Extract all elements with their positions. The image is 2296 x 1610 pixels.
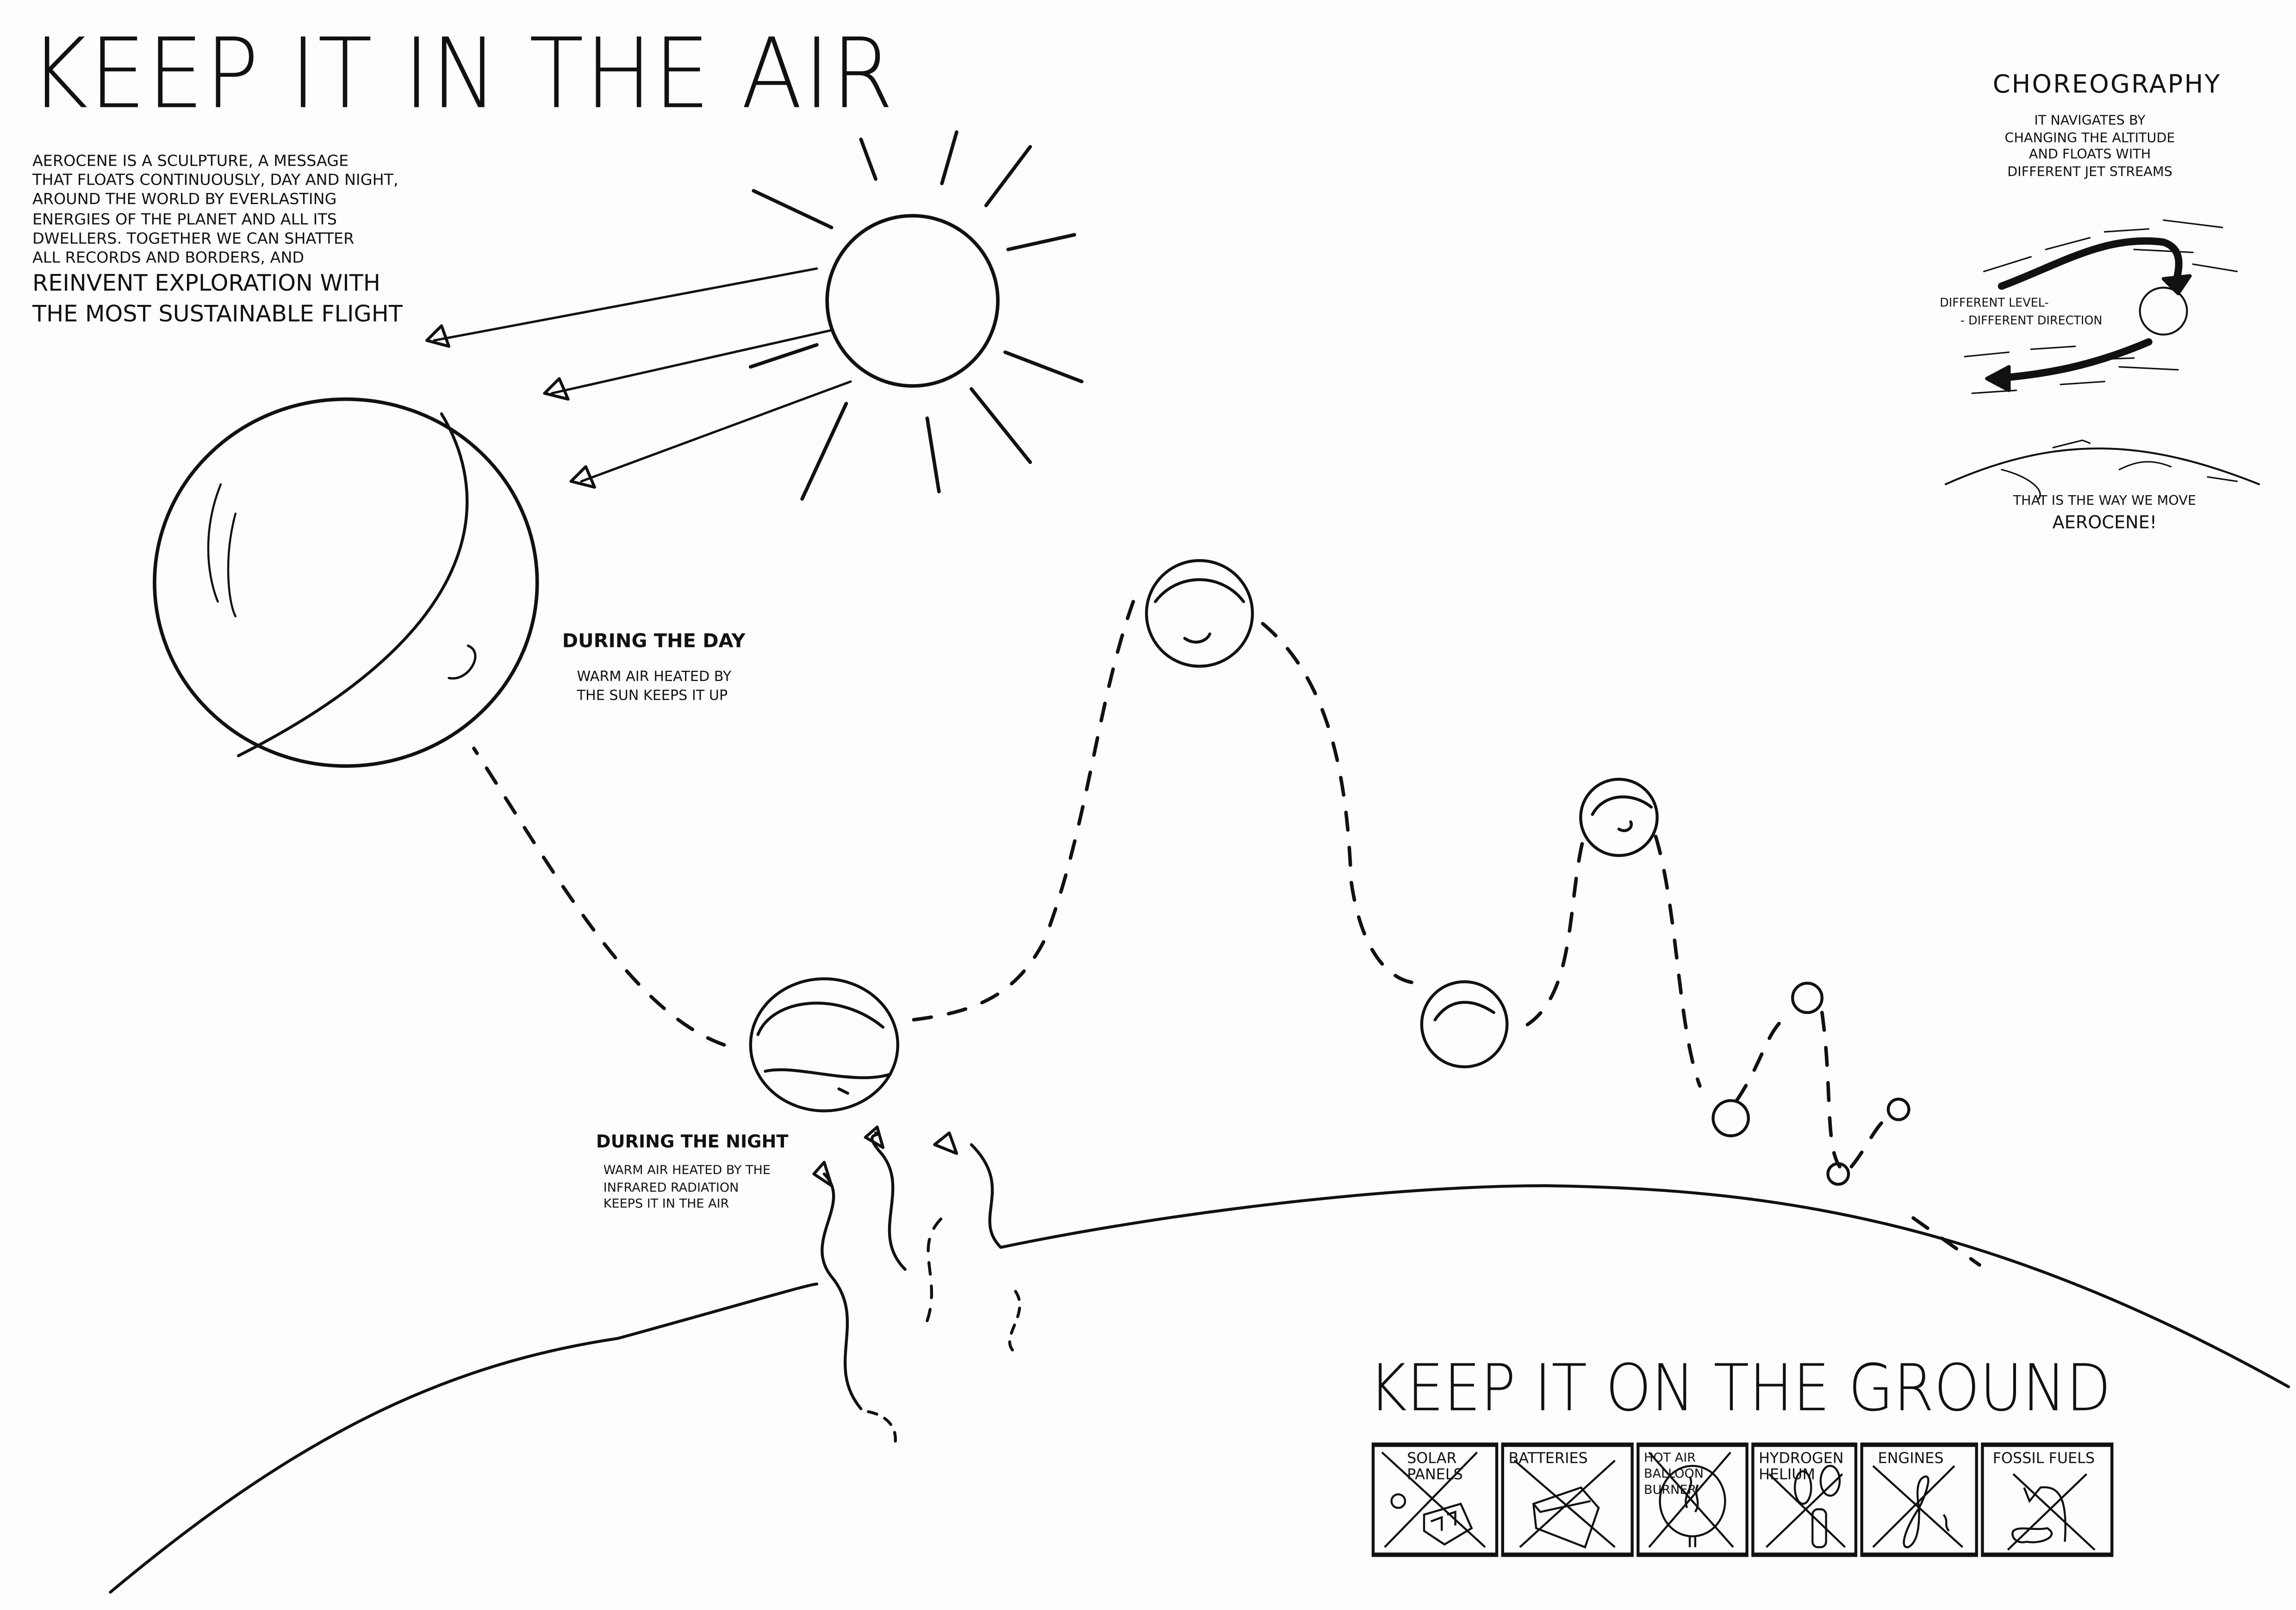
ground-item-burner: HOT AIR BALLOON BURNER (1636, 1442, 1748, 1557)
choreography-heading: CHOREOGRAPHY (1992, 70, 2221, 100)
night-caption: WARM AIR HEATED BY THE INFRARED RADIATIO… (604, 1164, 771, 1214)
choreo-line: IT NAVIGATES BY (2034, 114, 2146, 130)
choreo-line: DIFFERENT JET STREAMS (2007, 165, 2172, 180)
ground-item-hydrogen-helium: HYDROGEN HELIUM (1751, 1442, 1858, 1557)
choreography-caption: IT NAVIGATES BY CHANGING THE ALTITUDE AN… (1965, 114, 2215, 182)
intro-line: ALL RECORDS AND BORDERS, AND (32, 249, 305, 267)
closing-line: THAT IS THE WAY WE MOVE (2013, 494, 2196, 510)
intro-line: AROUND THE WORLD BY EVERLASTING (32, 191, 337, 209)
ground-item-engines: ENGINES (1860, 1442, 1978, 1557)
day-caption: WARM AIR HEATED BY THE SUN KEEPS IT UP (577, 668, 732, 706)
intro-emphasis-line: REINVENT EXPLORATION WITH (32, 270, 380, 297)
flight-path-arrows (472, 600, 1981, 1267)
intro-line: THAT FLOATS CONTINUOUSLY, DAY AND NIGHT, (32, 172, 398, 190)
level-direction-label: DIFFERENT LEVEL- - DIFFERENT DIRECTION (1940, 295, 2102, 330)
item-label: BATTERIES (1508, 1451, 1588, 1467)
choreo-line: CHANGING THE ALTITUDE (2004, 131, 2175, 146)
infrared-radiation-arrows (812, 1125, 1021, 1447)
big-balloon-icon (153, 397, 539, 768)
choreo-line: AND FLOATS WITH (2028, 148, 2151, 163)
solar-house-icon (1381, 1451, 1486, 1548)
ground-item-solar-panels: SOLAR PANELS (1371, 1442, 1499, 1557)
intro-line: ENERGIES OF THE PLANET AND ALL ITS (32, 211, 337, 229)
oil-spill-icon (2007, 1473, 2096, 1551)
ground-item-fossil-fuels: FOSSIL FUELS (1981, 1442, 2114, 1557)
level-line: DIFFERENT LEVEL- (1940, 296, 2049, 310)
intro-line: AEROCENE IS A SCULPTURE, A MESSAGE (32, 152, 349, 170)
intro-line: DWELLERS. TOGETHER WE CAN SHATTER (32, 230, 355, 248)
earth-horizon (109, 1184, 2290, 1594)
jet-stream-sketch (1944, 219, 2260, 500)
item-label: HOT AIR BALLOON BURNER (1644, 1451, 1704, 1498)
day-heading: DURING THE DAY (562, 631, 746, 653)
item-label: ENGINES (1878, 1451, 1944, 1467)
closing-emphasis: AEROCENE! (2052, 512, 2157, 533)
day-line: WARM AIR HEATED BY (577, 669, 732, 685)
ground-heading: KEEP IT ON THE GROUND (1369, 1351, 2111, 1427)
night-line: WARM AIR HEATED BY THE (603, 1163, 771, 1179)
item-label: SOLAR PANELS (1407, 1451, 1463, 1484)
gas-cylinder-balloon-icon (1765, 1465, 1846, 1548)
choreography-closing: THAT IS THE WAY WE MOVE AEROCENE! (1957, 494, 2252, 533)
night-heading: DURING THE NIGHT (596, 1131, 789, 1152)
day-line: THE SUN KEEPS IT UP (577, 688, 728, 705)
battery-icon (1513, 1460, 1616, 1549)
intro-emphasis-line: THE MOST SUSTAINABLE FLIGHT (32, 301, 403, 328)
burner-flame-icon (1648, 1451, 1734, 1548)
small-balloons (749, 559, 1910, 1186)
page-title: KEEP IT IN THE AIR (29, 18, 895, 131)
propeller-icon (1872, 1465, 1964, 1548)
ground-item-batteries: BATTERIES (1501, 1442, 1634, 1557)
level-line: - DIFFERENT DIRECTION (1960, 314, 2103, 328)
item-label: FOSSIL FUELS (1992, 1451, 2095, 1467)
sun-icon (425, 130, 1084, 501)
intro-text: AEROCENE IS A SCULPTURE, A MESSAGE THAT … (32, 153, 403, 330)
night-line: INFRARED RADIATION (603, 1181, 739, 1195)
night-line: KEEPS IT IN THE AIR (603, 1197, 729, 1212)
item-label: HYDROGEN HELIUM (1759, 1451, 1844, 1484)
